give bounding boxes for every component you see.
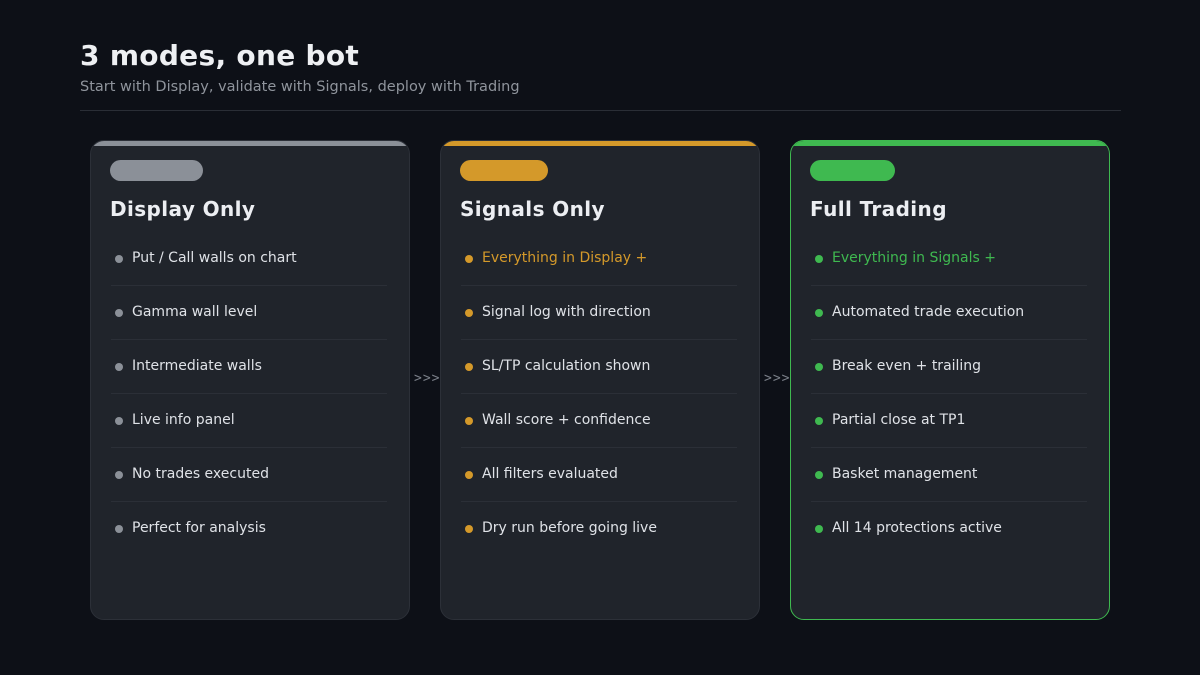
- feature-item: Dry run before going live: [461, 502, 737, 556]
- card-title: Full Trading: [810, 197, 947, 221]
- feature-text: Partial close at TP1: [832, 412, 966, 428]
- feature-text: Signal log with direction: [482, 304, 651, 320]
- feature-item: Perfect for analysis: [111, 502, 387, 556]
- feature-text: Gamma wall level: [132, 304, 258, 320]
- mode-badge: [810, 160, 895, 181]
- bullet-dot-icon: [465, 471, 473, 479]
- feature-item: Gamma wall level: [111, 286, 387, 340]
- feature-item: Everything in Display +: [461, 232, 737, 286]
- feature-item: Automated trade execution: [811, 286, 1087, 340]
- feature-item: Partial close at TP1: [811, 394, 1087, 448]
- feature-item: Wall score + confidence: [461, 394, 737, 448]
- feature-list: Everything in Display + Signal log with d…: [461, 232, 737, 556]
- feature-item: SL/TP calculation shown: [461, 340, 737, 394]
- card-accent-bar: [791, 141, 1109, 146]
- feature-text: All 14 protections active: [832, 520, 1002, 536]
- feature-item: Intermediate walls: [111, 340, 387, 394]
- feature-item: Live info panel: [111, 394, 387, 448]
- feature-text: SL/TP calculation shown: [482, 358, 651, 374]
- bullet-dot-icon: [815, 525, 823, 533]
- feature-text: All filters evaluated: [482, 466, 618, 482]
- mode-badge: [110, 160, 203, 181]
- feature-item: Break even + trailing: [811, 340, 1087, 394]
- page-title: 3 modes, one bot: [80, 39, 360, 72]
- flow-arrow-display-to-signals: >>>: [414, 371, 441, 386]
- feature-text: Basket management: [832, 466, 978, 482]
- bullet-dot-icon: [815, 363, 823, 371]
- card-title: Signals Only: [460, 197, 605, 221]
- bullet-dot-icon: [815, 417, 823, 425]
- feature-text: Everything in Signals +: [832, 250, 996, 266]
- bullet-dot-icon: [115, 417, 123, 425]
- feature-text: Put / Call walls on chart: [132, 250, 297, 266]
- feature-text: Everything in Display +: [482, 250, 648, 266]
- feature-text: Perfect for analysis: [132, 520, 266, 536]
- bullet-dot-icon: [815, 471, 823, 479]
- feature-item: Put / Call walls on chart: [111, 232, 387, 286]
- bullet-dot-icon: [465, 525, 473, 533]
- feature-text: Wall score + confidence: [482, 412, 651, 428]
- feature-item: Everything in Signals +: [811, 232, 1087, 286]
- feature-text: Live info panel: [132, 412, 235, 428]
- bullet-dot-icon: [115, 363, 123, 371]
- feature-item: Signal log with direction: [461, 286, 737, 340]
- feature-text: No trades executed: [132, 466, 269, 482]
- feature-text: Intermediate walls: [132, 358, 262, 374]
- feature-item: Basket management: [811, 448, 1087, 502]
- flow-arrow-signals-to-trading: >>>: [764, 371, 791, 386]
- card-accent-bar: [441, 141, 759, 146]
- bullet-dot-icon: [115, 525, 123, 533]
- page-subtitle: Start with Display, validate with Signal…: [80, 79, 520, 95]
- bullet-dot-icon: [815, 309, 823, 317]
- feature-text: Dry run before going live: [482, 520, 657, 536]
- feature-item: No trades executed: [111, 448, 387, 502]
- header-divider: [80, 110, 1121, 111]
- card-signals-only: Signals Only Everything in Display + Sign…: [440, 140, 760, 620]
- feature-item: All 14 protections active: [811, 502, 1087, 556]
- feature-item: All filters evaluated: [461, 448, 737, 502]
- bullet-dot-icon: [465, 417, 473, 425]
- card-full-trading: Full Trading Everything in Signals + Auto…: [790, 140, 1110, 620]
- bullet-dot-icon: [115, 255, 123, 263]
- bullet-dot-icon: [465, 363, 473, 371]
- bullet-dot-icon: [465, 255, 473, 263]
- bullet-dot-icon: [815, 255, 823, 263]
- mode-badge: [460, 160, 548, 181]
- feature-text: Automated trade execution: [832, 304, 1025, 320]
- bullet-dot-icon: [115, 471, 123, 479]
- feature-list: Everything in Signals + Automated trade e…: [811, 232, 1087, 556]
- card-title: Display Only: [110, 197, 256, 221]
- bullet-dot-icon: [115, 309, 123, 317]
- feature-text: Break even + trailing: [832, 358, 982, 374]
- card-accent-bar: [91, 141, 409, 146]
- bullet-dot-icon: [465, 309, 473, 317]
